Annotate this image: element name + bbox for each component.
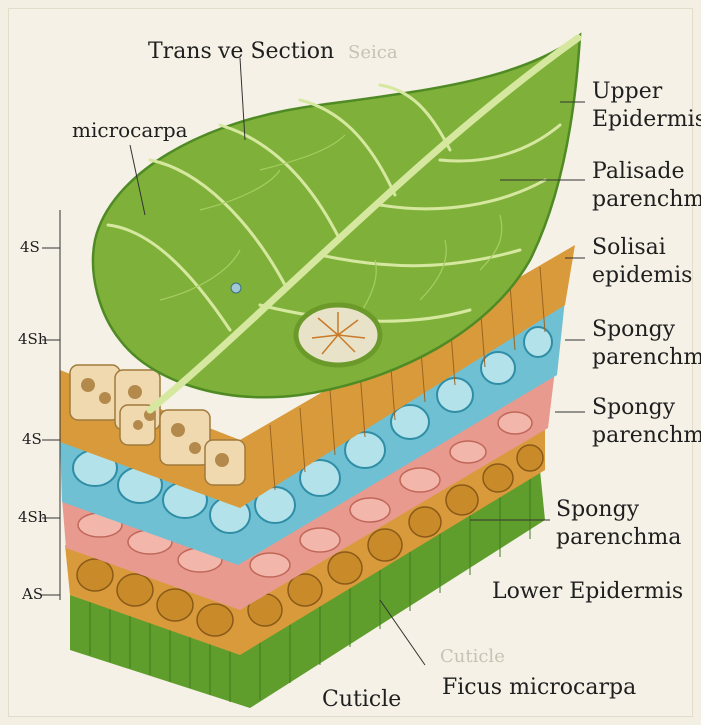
label-solisai: Solisai	[592, 236, 666, 259]
label-spongy-3-parenchma: parenchma	[556, 526, 681, 549]
label-cuticle: Cuticle	[322, 688, 401, 711]
scale-mark-4: 4Sh	[18, 510, 47, 526]
title-faded-text: Seica	[348, 44, 398, 63]
label-palisade: Palisade	[592, 160, 685, 183]
label-spongy-1: Spongy	[592, 318, 675, 341]
scale-mark-3: 4S	[22, 432, 42, 448]
label-microcarpa: microcarpa	[72, 120, 188, 141]
label-solisai-epidemis: epidemis	[592, 264, 692, 287]
label-ficus-microcarpa: Ficus microcarpa	[442, 676, 636, 699]
small-pore	[231, 283, 241, 293]
title-text-2: ve Section	[218, 40, 334, 63]
scale-mark-2: 4Sh	[18, 332, 47, 348]
scale-mark-1: 4S	[20, 240, 40, 256]
title-text: Trans	[148, 40, 212, 63]
label-upper-epidermis: Epidermis	[592, 108, 701, 131]
label-spongy-2: Spongy	[592, 396, 675, 419]
label-lower-epidermis: Lower Epidermis	[492, 580, 683, 603]
label-cuticle-faded: Cuticle	[440, 648, 505, 667]
label-spongy-3: Spongy	[556, 498, 639, 521]
label-spongy-2-parenchma: parenchma	[592, 424, 701, 447]
scale-mark-5: AS	[22, 587, 43, 603]
label-spongy-1-parenchma: parenchma	[592, 346, 701, 369]
label-upper: Upper	[592, 80, 662, 103]
label-palisade-parenchma: parenchma	[592, 188, 701, 211]
